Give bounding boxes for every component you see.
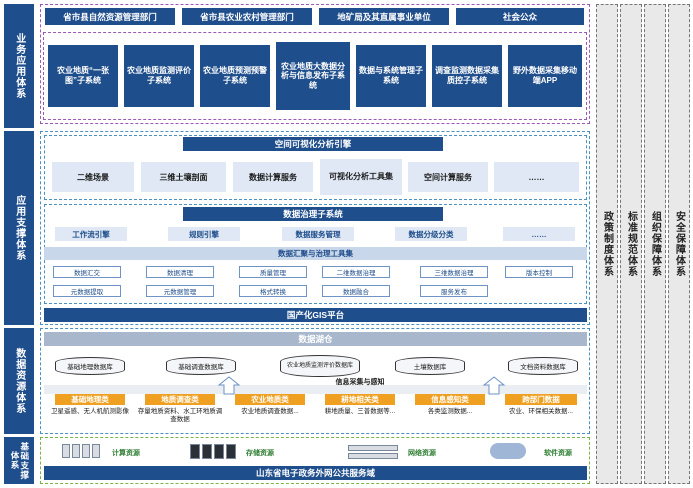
tools-title: 数据汇聚与治理工具集 [44,247,587,260]
tool-2d-governance: 二维数据治理 [322,266,390,278]
tool-data-fusion: 数据融合 [322,285,390,297]
source-farmland: 耕地相关类 耕地质量、三普数据等... [317,394,403,432]
source-body: 农业地质调查数据... [241,408,299,415]
source-title: 信息感知类 [415,394,485,405]
tool-service-publish: 服务发布 [420,285,488,297]
governance-title: 数据治理子系统 [183,207,443,221]
subsystem-monitoring: 农业地质监测评价子系统 [124,45,194,107]
res-network: 网络资源 [408,450,436,457]
layer-label-business: 业务应用体系 [4,4,34,128]
source-title: 农业地质类 [235,394,305,405]
user-public: 社会公众 [456,8,584,25]
engine-item-compute-service: 数据计算服务 [233,162,313,192]
guarantee-standards: 标准规范体系 [620,4,642,484]
source-body: 农业、环保相关数据... [509,408,573,415]
res-storage: 存储资源 [246,450,274,457]
engine-frame [44,135,587,200]
layer-label-support: 应用支撑体系 [4,131,34,325]
gov-item-more: …… [503,227,575,241]
tool-version-control: 版本控制 [505,266,573,278]
source-body: 耕地质量、三普数据等... [324,408,396,415]
source-title: 地质调查类 [145,394,215,405]
arrow-up-left-icon [217,376,241,395]
business-layer-frame [40,4,590,124]
guarantee-organization: 组织保障体系 [644,4,666,484]
engine-item-2d-scene: 二维场景 [52,162,134,192]
guarantee-policy: 政策制度体系 [596,4,618,484]
data-layer-frame [40,328,590,434]
gov-item-rules: 规则引擎 [168,227,240,241]
compute-resource-icon [58,441,118,461]
layer-label-data: 数据资源体系 [4,328,34,434]
engine-item-spatial-compute: 空间计算服务 [408,162,488,192]
gov-network-bar: 山东省电子政务外网公共服务域 [44,466,587,480]
tool-quality-mgmt: 质量管理 [239,266,307,278]
source-basic-geo: 基础地理类 卫星遥感、无人机航测影像 [47,394,133,432]
gov-item-classification: 数据分级分类 [395,227,467,241]
infra-layer-frame [40,437,590,484]
support-layer-frame [40,131,590,325]
subsystem-one-map: 农业地质“一张图”子系统 [48,45,118,107]
db-documents: 文档资料数据库 [508,357,578,375]
data-lake: 数据湖仓 [44,332,587,346]
subsystems-frame [43,32,587,120]
user-dept-agriculture: 省市县农业农村管理部门 [182,8,312,25]
res-software: 软件资源 [544,450,572,457]
collect-band-graphic [44,376,587,395]
source-cross-dept: 跨部门数据 农业、环保相关数据... [497,394,585,432]
engine-title: 空间可视化分析引擎 [183,137,443,151]
subsystem-mobile-app: 野外数据采集移动端APP [508,45,582,107]
tool-data-submit: 数据汇交 [53,266,121,278]
user-geology-bureau: 地矿局及其直属事业单位 [319,8,449,25]
layer-label-infra: 基础支撑体系 [4,437,34,484]
engine-item-vis-toolset: 可视化分析工具集 [320,159,402,195]
source-body: 卫星遥感、无人机航测影像 [51,408,129,415]
db-basic-survey: 基础调查数据库 [166,357,236,375]
source-sensing: 信息感知类 各类监测数据... [407,394,493,432]
subsystem-data-management: 数据与系统管理子系统 [356,45,426,107]
guarantee-security: 安全保障体系 [668,4,690,484]
tool-format-convert: 格式转换 [239,285,307,297]
db-soil: 土壤数据库 [395,357,465,375]
software-resource-icon [484,441,534,461]
source-body: 存量地质资料、水工环地质调查数据 [137,408,223,424]
source-title: 跨部门数据 [505,394,577,405]
source-body: 各类监测数据... [427,408,473,415]
network-resource-icon [346,441,402,461]
engine-item-more: …… [494,162,579,192]
collect-label: 信息采集与感知 [335,379,385,386]
engine-item-3d-soil-profile: 三维土壤剖面 [141,162,226,192]
db-basic-geo: 基础地理数据库 [55,357,125,375]
subsystem-quality-control: 调查监测数据采集质控子系统 [432,45,502,107]
db-monitoring-evaluation: 农业地质监测评价数据库 [280,355,360,377]
storage-resource-icon [188,441,248,461]
subsystem-forecast: 农业地质预测预警子系统 [200,45,270,107]
user-dept-natural-resources: 省市县自然资源管理部门 [45,8,175,25]
gis-platform: 国产化GIS平台 [44,308,587,322]
source-title: 耕地相关类 [325,394,395,405]
gov-item-service-mgmt: 数据服务管理 [282,227,354,241]
subsystem-bigdata: 农业地质大数据分析与信息发布子系统 [276,42,350,110]
tool-3d-governance: 三维数据治理 [420,266,488,278]
tool-data-clean: 数据清理 [146,266,214,278]
source-title: 基础地理类 [55,394,125,405]
res-compute: 计算资源 [112,450,140,457]
gov-item-workflow: 工作流引擎 [55,227,127,241]
arrow-up-right-icon [482,376,506,395]
tool-metadata-mgmt: 元数据管理 [146,285,214,297]
source-geo-survey: 地质调查类 存量地质资料、水工环地质调查数据 [137,394,223,432]
source-agri-geology: 农业地质类 农业地质调查数据... [227,394,313,432]
tool-metadata-extract: 元数据提取 [53,285,121,297]
